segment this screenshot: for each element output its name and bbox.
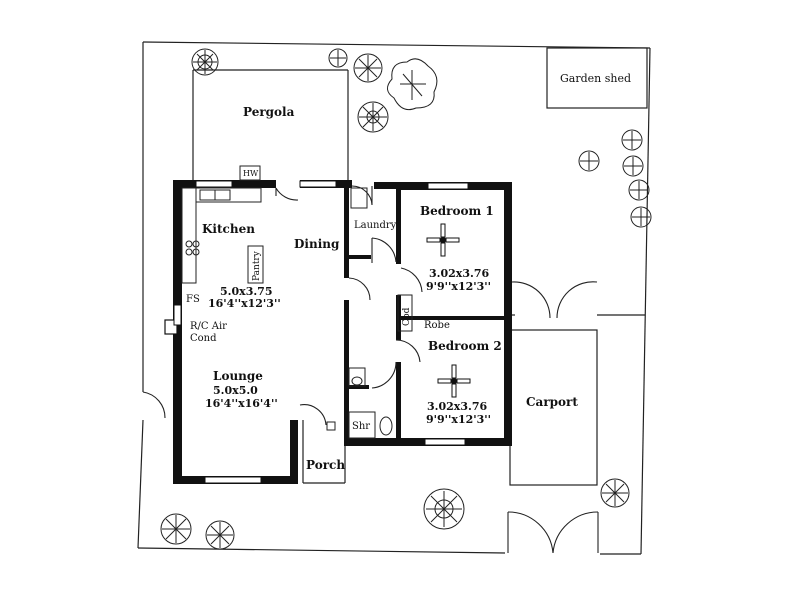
tree-icon bbox=[387, 58, 438, 111]
air-cond-label-2: Cond bbox=[190, 333, 217, 344]
lounge-metric: 5.0x5.0 bbox=[213, 384, 258, 397]
carport-label: Carport bbox=[526, 395, 578, 409]
toilet-icon bbox=[351, 376, 363, 386]
pergola-outline bbox=[192, 69, 349, 182]
tree-icon bbox=[205, 520, 235, 550]
tree-icon bbox=[578, 150, 600, 172]
ceiling-fan-icon bbox=[426, 223, 460, 257]
tree-icon bbox=[630, 206, 652, 228]
tree-icon bbox=[357, 101, 389, 133]
hw-label: HW bbox=[243, 169, 259, 178]
tree-icon bbox=[160, 513, 192, 545]
pergola-label: Pergola bbox=[243, 105, 295, 119]
ceiling-fan-icon bbox=[437, 364, 471, 398]
bedroom1-imperial: 9'9''x12'3'' bbox=[426, 280, 491, 293]
bedroom2-imperial: 9'9''x12'3'' bbox=[426, 413, 491, 426]
cbd-label: Cbd bbox=[402, 307, 412, 326]
air-cond-label: R/C Air bbox=[190, 321, 227, 332]
basin-icon bbox=[379, 416, 393, 436]
kitchen-metric: 5.0x3.75 bbox=[220, 285, 273, 298]
garden-shed-label: Garden shed bbox=[560, 72, 631, 85]
property-boundary bbox=[137, 41, 651, 555]
kitchen-label: Kitchen bbox=[202, 222, 255, 236]
stove-icon bbox=[185, 240, 200, 256]
lounge-imperial: 16'4''x16'4'' bbox=[205, 397, 278, 410]
bathroom-fittings bbox=[348, 367, 393, 439]
tree-icon bbox=[622, 155, 644, 177]
dining-label: Dining bbox=[294, 237, 340, 251]
tree-icon bbox=[353, 53, 383, 83]
tree-icon bbox=[328, 48, 348, 68]
robe-label: Robe bbox=[424, 320, 450, 331]
bedroom2-label: Bedroom 2 bbox=[428, 339, 502, 353]
tree-icon bbox=[600, 478, 630, 508]
kitchen-imperial: 16'4''x12'3'' bbox=[208, 297, 281, 310]
porch-outline bbox=[302, 420, 346, 484]
doors bbox=[142, 185, 599, 554]
tree-icon bbox=[628, 179, 650, 201]
fs-label: FS bbox=[186, 294, 200, 305]
garden-shed bbox=[546, 47, 648, 109]
lounge-label: Lounge bbox=[213, 369, 263, 383]
tree-icon bbox=[621, 129, 643, 151]
shower-label: Shr bbox=[352, 421, 370, 432]
tree-icon bbox=[423, 488, 465, 530]
bedroom2-metric: 3.02x3.76 bbox=[427, 400, 487, 413]
kitchen-fittings bbox=[181, 165, 413, 332]
windows bbox=[173, 180, 469, 484]
pantry-label: Pantry bbox=[252, 250, 262, 281]
bedroom1-metric: 3.02x3.76 bbox=[429, 267, 489, 280]
plants bbox=[160, 48, 652, 550]
bedroom1-label: Bedroom 1 bbox=[420, 204, 494, 218]
porch-label: Porch bbox=[306, 458, 345, 472]
laundry-label: Laundry bbox=[354, 220, 397, 231]
tree-icon bbox=[191, 48, 219, 76]
